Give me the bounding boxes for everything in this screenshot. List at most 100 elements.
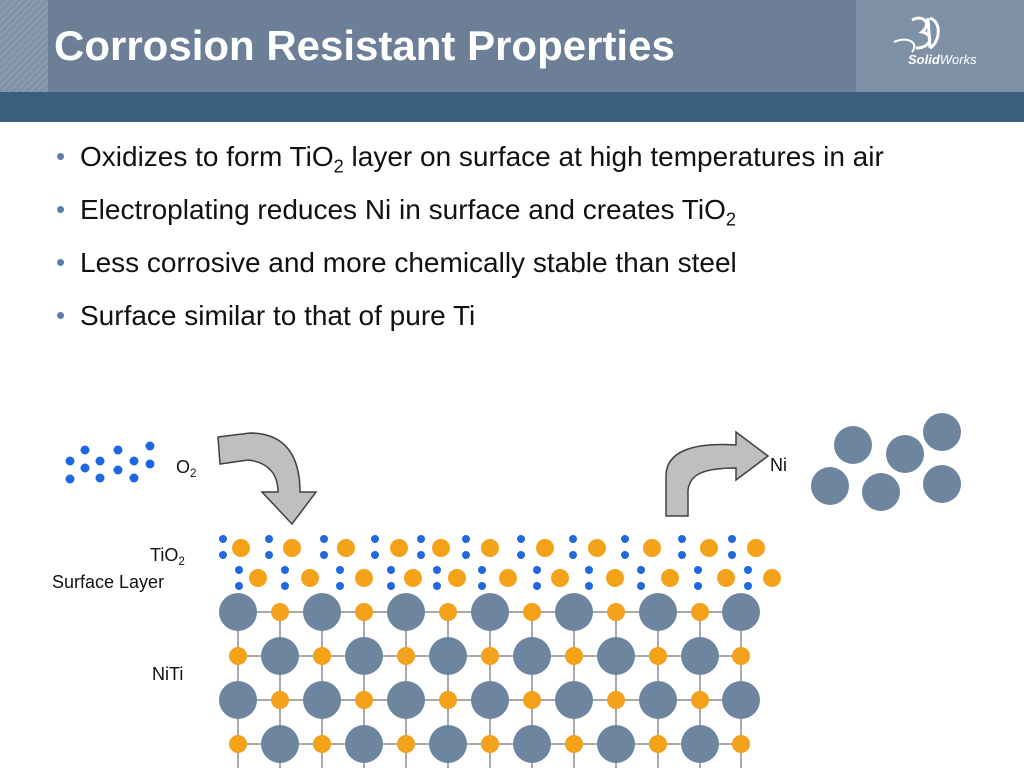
oxygen-atom <box>65 474 75 484</box>
tio2-surface-layer <box>219 535 781 590</box>
oxygen-surface-atom <box>728 551 736 559</box>
oxygen-atom <box>113 465 123 475</box>
oxygen-surface-atom <box>517 535 525 543</box>
ni-lattice-atom <box>261 637 299 675</box>
ni-lattice-atom <box>639 593 677 631</box>
oxygen-surface-atom <box>433 582 441 590</box>
ti-surface-atom <box>551 569 569 587</box>
oxygen-surface-atom <box>387 582 395 590</box>
ti-surface-atom <box>448 569 466 587</box>
bullet-list: •Oxidizes to form TiO2 layer on surface … <box>56 140 956 352</box>
logo-wordmark: SolidWorks <box>908 52 977 67</box>
bullet-dot-icon: • <box>56 194 66 224</box>
ni-lattice-atom <box>303 593 341 631</box>
ni-lattice-atom <box>219 681 257 719</box>
ti-lattice-atom <box>523 691 541 709</box>
ti-lattice-atom <box>565 647 583 665</box>
ni-lattice-atom <box>387 681 425 719</box>
ti-surface-atom <box>661 569 679 587</box>
ti-surface-atom <box>643 539 661 557</box>
oxygen-surface-atom <box>694 582 702 590</box>
oxygen-surface-atom <box>585 582 593 590</box>
oxygen-surface-atom <box>569 551 577 559</box>
ti-surface-atom <box>717 569 735 587</box>
ti-lattice-atom <box>355 691 373 709</box>
ni-lattice-atom <box>722 593 760 631</box>
oxygen-surface-atom <box>694 566 702 574</box>
oxygen-atom <box>145 459 155 469</box>
ti-surface-atom <box>606 569 624 587</box>
ti-surface-atom <box>390 539 408 557</box>
ti-surface-atom <box>763 569 781 587</box>
ti-lattice-atom <box>271 603 289 621</box>
ti-lattice-atom <box>439 603 457 621</box>
oxygen-atom <box>95 456 105 466</box>
nickel-atom <box>811 467 849 505</box>
oxygen-atom <box>113 445 123 455</box>
oxygen-surface-atom <box>281 582 289 590</box>
oxygen-surface-atom <box>637 566 645 574</box>
ni-lattice-atom <box>303 681 341 719</box>
oxygen-atom <box>80 445 90 455</box>
oxygen-surface-atom <box>417 535 425 543</box>
ni-lattice-atom <box>387 593 425 631</box>
oxygen-surface-atom <box>265 551 273 559</box>
ti-lattice-atom <box>691 603 709 621</box>
ti-lattice-atom <box>691 691 709 709</box>
ni-lattice-atom <box>555 681 593 719</box>
ti-lattice-atom <box>271 691 289 709</box>
ni-lattice-atom <box>219 593 257 631</box>
ti-lattice-atom <box>229 735 247 753</box>
ti-lattice-atom <box>649 647 667 665</box>
nickel-atom <box>862 473 900 511</box>
ti-surface-atom <box>536 539 554 557</box>
ti-surface-atom <box>481 539 499 557</box>
bullet-item: •Surface similar to that of pure Ti <box>56 300 476 331</box>
ti-lattice-atom <box>607 691 625 709</box>
ni-lattice-atom <box>597 725 635 763</box>
ti-lattice-atom <box>481 647 499 665</box>
oxygen-atom <box>65 456 75 466</box>
ti-surface-atom <box>588 539 606 557</box>
nickel-atoms-cluster <box>811 413 961 511</box>
oxygen-surface-atom <box>235 566 243 574</box>
ti-surface-atom <box>499 569 517 587</box>
oxygen-atom <box>129 456 139 466</box>
oxygen-surface-atom <box>478 582 486 590</box>
arrow-oxygen-in-icon <box>217 432 318 526</box>
ni-lattice-atom <box>722 681 760 719</box>
ti-surface-atom <box>249 569 267 587</box>
ti-lattice-atom <box>229 647 247 665</box>
oxygen-surface-atom <box>678 535 686 543</box>
oxygen-surface-atom <box>336 566 344 574</box>
ni-lattice-atom <box>471 681 509 719</box>
solidworks-logo-icon <box>893 16 940 53</box>
ni-lattice-atom <box>681 725 719 763</box>
oxygen-surface-atom <box>433 566 441 574</box>
oxygen-surface-atom <box>478 566 486 574</box>
oxygen-atom <box>80 463 90 473</box>
ti-surface-atom <box>355 569 373 587</box>
oxygen-surface-atom <box>517 551 525 559</box>
ti-lattice-atom <box>439 691 457 709</box>
ti-lattice-atom <box>649 735 667 753</box>
oxygen-surface-atom <box>462 535 470 543</box>
oxygen-surface-atom <box>678 551 686 559</box>
ni-lattice-atom <box>429 637 467 675</box>
ti-lattice-atom <box>397 735 415 753</box>
ti-surface-atom <box>432 539 450 557</box>
oxygen-surface-atom <box>417 551 425 559</box>
ni-lattice-atom <box>345 725 383 763</box>
ni-lattice-atom <box>597 637 635 675</box>
niti-label: NiTi <box>152 664 184 684</box>
header-bar <box>0 0 1024 92</box>
ti-surface-atom <box>232 539 250 557</box>
oxygen-surface-atom <box>219 551 227 559</box>
header-strip <box>0 92 1024 122</box>
ti-lattice-atom <box>523 603 541 621</box>
ni-lattice-atom <box>513 637 551 675</box>
ti-surface-atom <box>301 569 319 587</box>
surface-layer-label: Surface Layer <box>52 572 165 592</box>
oxygen-surface-atom <box>585 566 593 574</box>
ni-lattice-atom <box>555 593 593 631</box>
